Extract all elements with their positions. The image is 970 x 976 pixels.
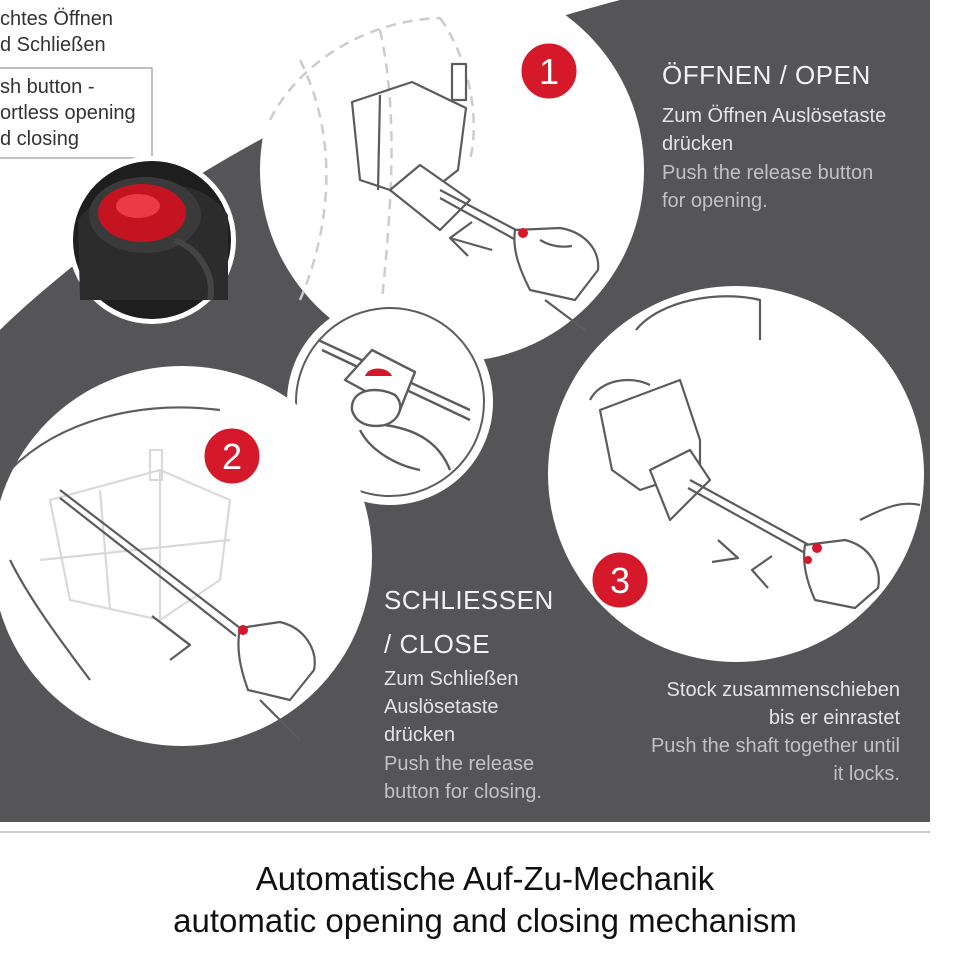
step2-text-en: Push the release button for closing. [384, 750, 542, 806]
step3-text-line: Stock zusammenschieben [666, 679, 900, 701]
release-button-photo [68, 156, 236, 324]
step1-text-line: Zum Öffnen Auslösetaste [662, 105, 887, 127]
step1-text-line: for opening. [662, 190, 768, 212]
step1-text-line: Push the release button [662, 162, 874, 184]
step1-title: ÖFFNEN / OPEN [662, 60, 871, 90]
step2-title: SCHLIESSEN / CLOSE [384, 578, 554, 666]
step2-text-line: Zum Schließen [384, 668, 519, 690]
step3-text-line: bis er einrastet [768, 707, 900, 729]
intro-line: chtes Öffnen [0, 8, 114, 30]
intro-text-de: chtes Öffnen d Schließen [0, 6, 113, 58]
caption-title-de: Automatische Auf-Zu-Mechanik [255, 860, 715, 897]
step2-text-line: button for closing. [384, 781, 542, 803]
svg-text:2: 2 [222, 436, 242, 477]
step1-text-de: Zum Öffnen Auslösetaste drücken [662, 102, 886, 158]
step2-text-line: drücken [384, 724, 456, 746]
step1-text-en: Push the release button for opening. [662, 159, 873, 215]
intro-bracket-line [0, 67, 153, 159]
intro-line: d Schließen [0, 34, 106, 56]
step1-text-line: drücken [662, 133, 734, 155]
step2-title-line: SCHLIESSEN [384, 585, 554, 615]
step2-text-de: Zum Schließen Auslösetaste drücken [384, 665, 519, 749]
step3-text-line: Push the shaft together until [650, 735, 900, 757]
svg-text:1: 1 [539, 51, 559, 92]
step3-text-en: Push the shaft together until it locks. [651, 732, 900, 788]
step3-text-de: Stock zusammenschieben bis er einrastet [667, 676, 900, 732]
step1-badge: 1 [518, 40, 580, 102]
caption-title-en: automatic opening and closing mechanism [173, 902, 797, 939]
step2-text-line: Push the release [384, 753, 535, 775]
svg-text:3: 3 [610, 560, 630, 601]
step2-title-line: / CLOSE [384, 629, 491, 659]
intro-text-en: sh button - ortless opening d closing [0, 74, 136, 152]
step3-text-line: it locks. [833, 763, 900, 785]
step2-illustration [0, 366, 372, 746]
step2-badge: 2 [201, 425, 263, 487]
intro-line: d closing [0, 128, 79, 150]
intro-line: sh button - [0, 76, 95, 98]
step3-badge: 3 [589, 549, 651, 611]
white-corner-area [0, 0, 620, 330]
step2-text-line: Auslösetaste [384, 696, 499, 718]
intro-line: ortless opening [0, 102, 136, 124]
